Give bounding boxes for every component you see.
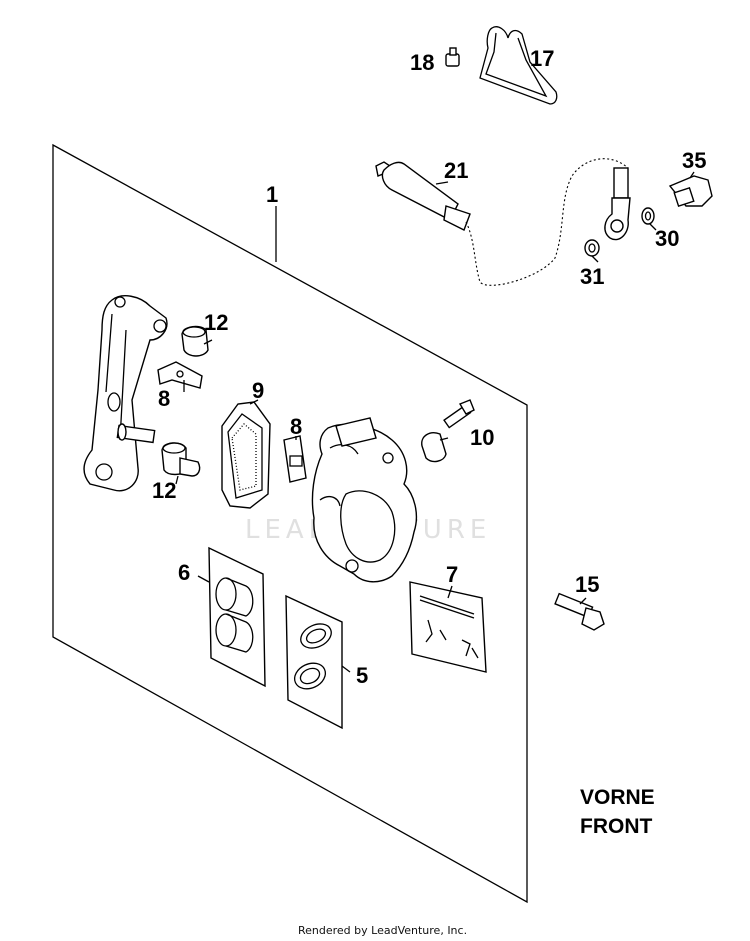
callout-9: 9 [252,378,264,403]
callout-7: 7 [446,562,458,587]
callout-35: 35 [682,148,706,173]
callout-12-lower: 12 [152,478,176,503]
part-30-washer-hole [644,211,652,221]
part-6-pistons-kit[interactable] [208,546,266,688]
part-10-bleeder[interactable] [421,399,475,463]
callout-18: 18 [410,50,434,75]
callout-8-upper: 8 [158,386,170,411]
caliper-body[interactable] [311,417,418,583]
part-5-seals-kit[interactable] [285,594,343,730]
part-35-banjo-bolt[interactable] [668,175,713,208]
part-12-boot-upper[interactable] [181,325,209,357]
slide-pin[interactable] [116,423,156,444]
part-15-bolt[interactable] [554,592,605,631]
part-9-brake-pad[interactable] [221,401,271,509]
callout-12-upper: 12 [204,310,228,335]
part-17-bracket[interactable] [479,26,558,105]
callout-5: 5 [356,663,368,688]
callout-30: 30 [655,226,679,251]
callout-10: 10 [470,425,494,450]
part-8-clip-upper[interactable] [157,361,203,389]
part-18-bolt[interactable] [445,47,460,67]
callout-15: 15 [575,572,599,597]
callout-8-lower: 8 [290,414,302,439]
callout-6: 6 [178,560,190,585]
callout-17: 17 [530,46,554,71]
leader-lines [175,171,695,673]
caliper-kit-panel [52,143,528,904]
callout-1: 1 [266,182,278,207]
caption-front: FRONT [580,815,652,838]
part-31-washer[interactable] [584,239,600,257]
caption-vorne: VORNE [580,786,655,809]
part-30-washer[interactable] [641,207,655,225]
part-8-pad-spring[interactable] [283,435,307,483]
callout-21: 21 [444,158,468,183]
footer-credit: Rendered by LeadVenture, Inc. [298,924,467,937]
part-21-brake-hose[interactable] [375,158,629,286]
part-12-pin-lower[interactable] [161,442,201,477]
callout-31: 31 [580,264,604,289]
caliper-bracket[interactable] [83,295,168,492]
banjo-fitting[interactable] [604,167,631,241]
part-31-washer-hole [588,243,596,253]
part-7-pin-kit[interactable] [409,581,487,673]
